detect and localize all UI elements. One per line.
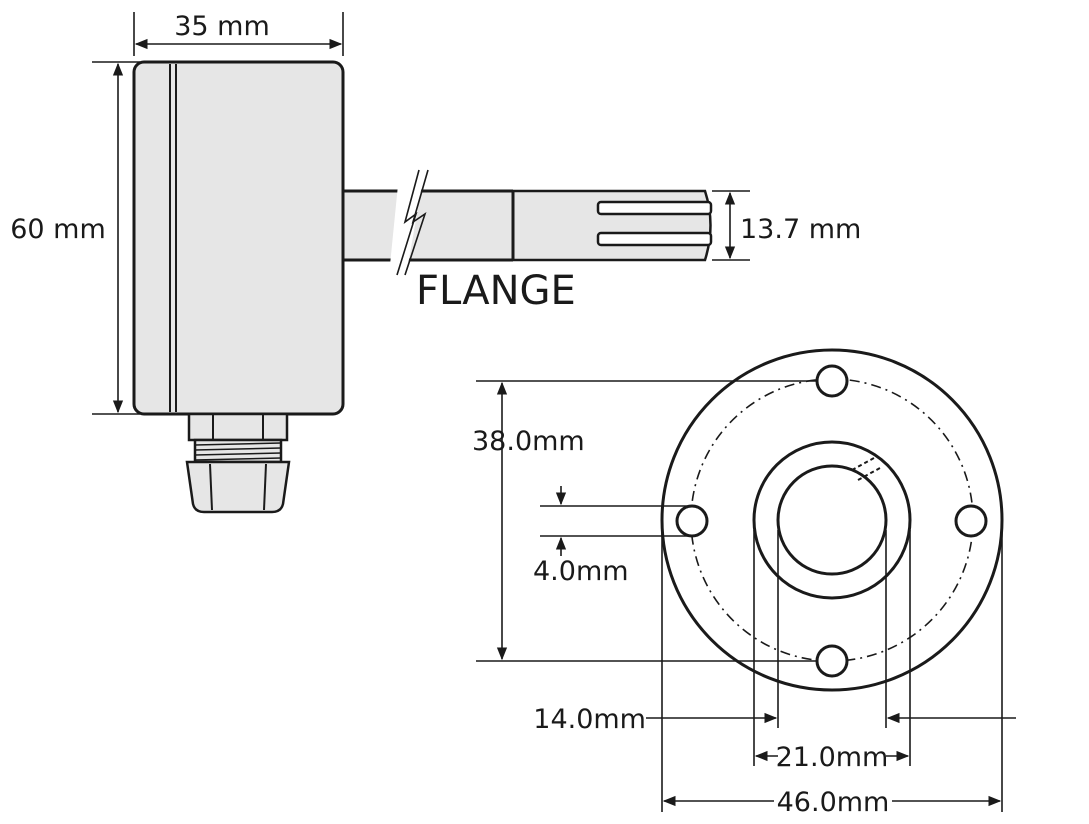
probe-tube (343, 191, 513, 260)
label-inner-bore: 14.0mm (533, 704, 646, 735)
dimension-width-35 (133, 12, 344, 56)
extension-lines (661, 520, 1003, 812)
label-collar-diameter: 21.0mm (776, 742, 889, 773)
dimension-height-60 (92, 61, 140, 415)
label-hole-diameter: 4.0mm (533, 556, 629, 587)
dimension-hole-spacing (476, 380, 818, 662)
cable-gland (185, 412, 291, 514)
bore-circle (776, 464, 888, 576)
mounting-hole-bottom (815, 644, 849, 678)
housing (132, 60, 345, 416)
mounting-hole-right (954, 504, 988, 538)
mounting-hole-top (815, 364, 849, 398)
break-gap (390, 185, 422, 265)
dimension-probe-diameter (712, 190, 750, 261)
mounting-hole-left (675, 504, 709, 538)
side-view: 35 mm 60 mm 13.7 mm FLANGE (10, 11, 861, 514)
break-line-right (404, 169, 429, 276)
section-title: FLANGE (416, 268, 576, 314)
label-height-60: 60 mm (10, 214, 106, 245)
label-width-35: 35 mm (174, 11, 270, 42)
label-probe-diameter: 13.7 mm (740, 214, 861, 245)
sensor-slot-top (596, 200, 713, 216)
break-line-left (396, 169, 420, 276)
sensor-slot-bottom (596, 231, 713, 247)
label-flange-diameter: 46.0mm (777, 787, 890, 818)
collar-circle (752, 440, 912, 600)
label-hole-spacing: 38.0mm (472, 426, 585, 457)
flange-view: 38.0mm 4.0mm 14.0mm 21.0mm (472, 348, 1016, 818)
dimension-hole-diameter (540, 486, 692, 556)
flange-outer-circle (660, 348, 1004, 692)
